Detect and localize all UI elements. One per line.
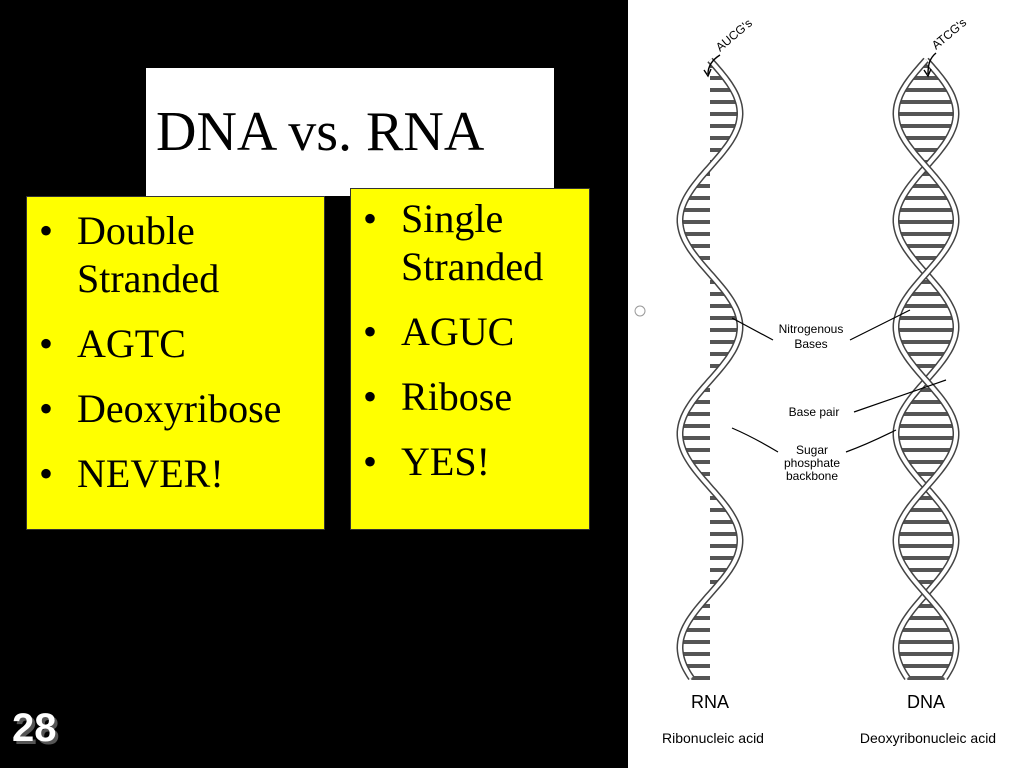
slide-title: DNA vs. RNA [156,101,485,163]
callout-pair: Base pair [789,405,840,419]
list-item: • AGTC [27,320,281,368]
list-item-text: AGTC [77,321,186,366]
bullet: • [363,374,378,419]
callout-backbone-right-line [845,429,897,453]
bullet: • [39,208,54,253]
dna-backbone-strand-a-fill [893,58,959,680]
list-item: • Single Stranded [351,195,543,291]
list-item-text: AGUC [401,309,515,354]
list-item-text: Single [401,196,504,241]
rna-backbone-strand-fill [677,58,743,680]
list-item: • YES! [351,438,543,486]
dna-backbone-strand-b [892,57,960,680]
callout-backbone-line1: Sugar [796,443,828,457]
rna-full-name: Ribonucleic acid [662,730,764,746]
marker-circle [634,305,646,317]
rna-top-label: AUCG's [713,16,755,54]
dna-full-name: Deoxyribonucleic acid [860,730,996,746]
list-item: • Double Stranded [27,207,281,303]
rna-top-arrowhead [703,68,712,78]
list-item-text: Ribose [401,374,513,419]
list-item: • Ribose [351,373,543,421]
rna-label: RNA [691,692,729,712]
callout-backbone-line3: backbone [786,469,838,483]
bullet: • [363,309,378,354]
rna-properties-list: • Single Stranded • AGUC • Ribose • YES! [351,195,543,503]
callout-pair-line [853,379,947,413]
dna-top-arrowhead [923,68,932,78]
dna-helix [892,57,960,680]
rna-helix [676,57,744,680]
dna-properties-list: • Double Stranded • AGTC • Deoxyribose •… [27,207,281,515]
callout-bases-right-line [849,309,911,341]
dna-top-label: ATCG's [929,15,969,52]
dna-backbone-strand-a [892,57,960,680]
list-item-text: Deoxyribose [77,386,282,431]
slide-number: 28 [12,706,57,750]
dna-properties-panel: • Double Stranded • AGTC • Deoxyribose •… [26,196,325,530]
dna-label: DNA [907,692,945,712]
callout-backbone-line2: phosphate [784,456,840,470]
bullet: • [39,321,54,366]
helix-svg: AUCG's ATCG's Nitrogenous Bases Base pai… [634,15,996,746]
bullet: • [39,386,54,431]
list-item: • NEVER! [27,450,281,498]
list-item: • Deoxyribose [27,385,281,433]
bullet: • [363,439,378,484]
callout-bases-left-line [731,317,774,341]
dna-top-arrow [927,52,937,75]
title-box: DNA vs. RNA [146,68,554,196]
list-item-text: Double [77,208,195,253]
bullet: • [363,196,378,241]
callout-bases-line2: Bases [794,337,827,351]
list-item: • AGUC [351,308,543,356]
callout-backbone-left-line [731,427,779,453]
list-item-text: NEVER! [77,451,224,496]
list-item-text: Stranded [401,244,544,289]
rna-backbone-strand [676,57,744,680]
helix-diagram: AUCG's ATCG's Nitrogenous Bases Base pai… [628,0,1024,768]
list-item-text: Stranded [77,256,220,301]
list-item-text: YES! [401,439,490,484]
dna-backbone-strand-b-fill [893,58,959,680]
rna-top-arrow [707,54,721,75]
bullet: • [39,451,54,496]
rna-properties-panel: • Single Stranded • AGUC • Ribose • YES! [350,188,590,530]
callout-bases-line1: Nitrogenous [779,322,844,336]
